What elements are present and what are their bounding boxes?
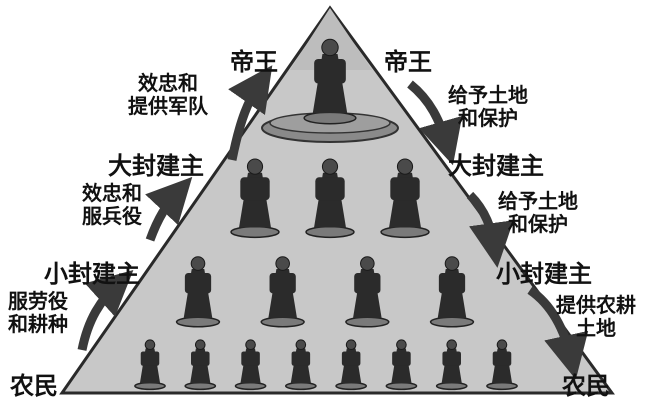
right-rank-great-lord: 大封建主	[448, 152, 544, 180]
grant-to-peasant: 提供农耕 土地	[556, 294, 636, 340]
arrow-up-to-knight	[77, 269, 134, 351]
arrow-down-to-lord	[407, 80, 463, 166]
right-rank-emperor: 帝王	[384, 48, 432, 76]
arrow-up-to-king	[227, 65, 273, 161]
obligation-to-emperor: 效忠和 提供军队	[128, 72, 208, 118]
obligation-to-great-lord: 效忠和 服兵役	[82, 182, 142, 228]
small-lord-figure	[175, 256, 221, 328]
peasant-figure	[134, 339, 166, 391]
obligation-line2: 和耕种	[8, 312, 68, 336]
grant-line2: 和保护	[458, 106, 518, 130]
arrow-down-to-peasant	[527, 286, 589, 380]
peasant-figure	[234, 339, 267, 391]
obligation-line1: 效忠和	[138, 71, 198, 95]
arrow-up-to-lord	[145, 176, 193, 242]
arrow-down-to-knight	[466, 191, 514, 268]
great-lord-figure	[380, 158, 430, 239]
great-lord-figure	[305, 158, 355, 239]
grant-line2: 土地	[576, 316, 616, 340]
peasant-figure	[385, 339, 418, 391]
small-lord-figure	[260, 256, 305, 328]
small-lord-figure	[345, 256, 390, 328]
obligation-to-small-lord: 服劳役 和耕种	[8, 290, 68, 336]
grant-line2: 和保护	[508, 212, 568, 236]
obligation-line2: 服兵役	[82, 204, 142, 228]
grant-to-great-lord: 给予土地 和保护	[448, 84, 528, 130]
obligation-line1: 服劳役	[8, 289, 68, 313]
peasant-figure	[486, 339, 518, 391]
peasant-figure	[335, 339, 368, 391]
left-rank-great-lord: 大封建主	[108, 152, 204, 180]
peasant-figure	[184, 339, 217, 391]
grant-line1: 给予土地	[498, 189, 578, 213]
left-rank-emperor: 帝王	[230, 48, 278, 76]
left-rank-peasant: 农民	[10, 372, 58, 400]
great-lord-figure	[230, 158, 280, 239]
small-lord-figure	[429, 256, 475, 328]
grant-line1: 提供农耕	[556, 293, 636, 317]
peasant-figure	[284, 339, 317, 391]
grant-to-small-lord: 给予土地 和保护	[498, 190, 578, 236]
obligation-line2: 提供军队	[128, 94, 208, 118]
grant-line1: 给予土地	[448, 83, 528, 107]
left-rank-small-lord: 小封建主	[44, 260, 140, 288]
peasant-figure	[435, 339, 468, 391]
right-rank-peasant: 农民	[562, 372, 610, 400]
obligation-line1: 效忠和	[82, 181, 142, 205]
right-rank-small-lord: 小封建主	[496, 260, 592, 288]
king-figure	[303, 38, 357, 125]
